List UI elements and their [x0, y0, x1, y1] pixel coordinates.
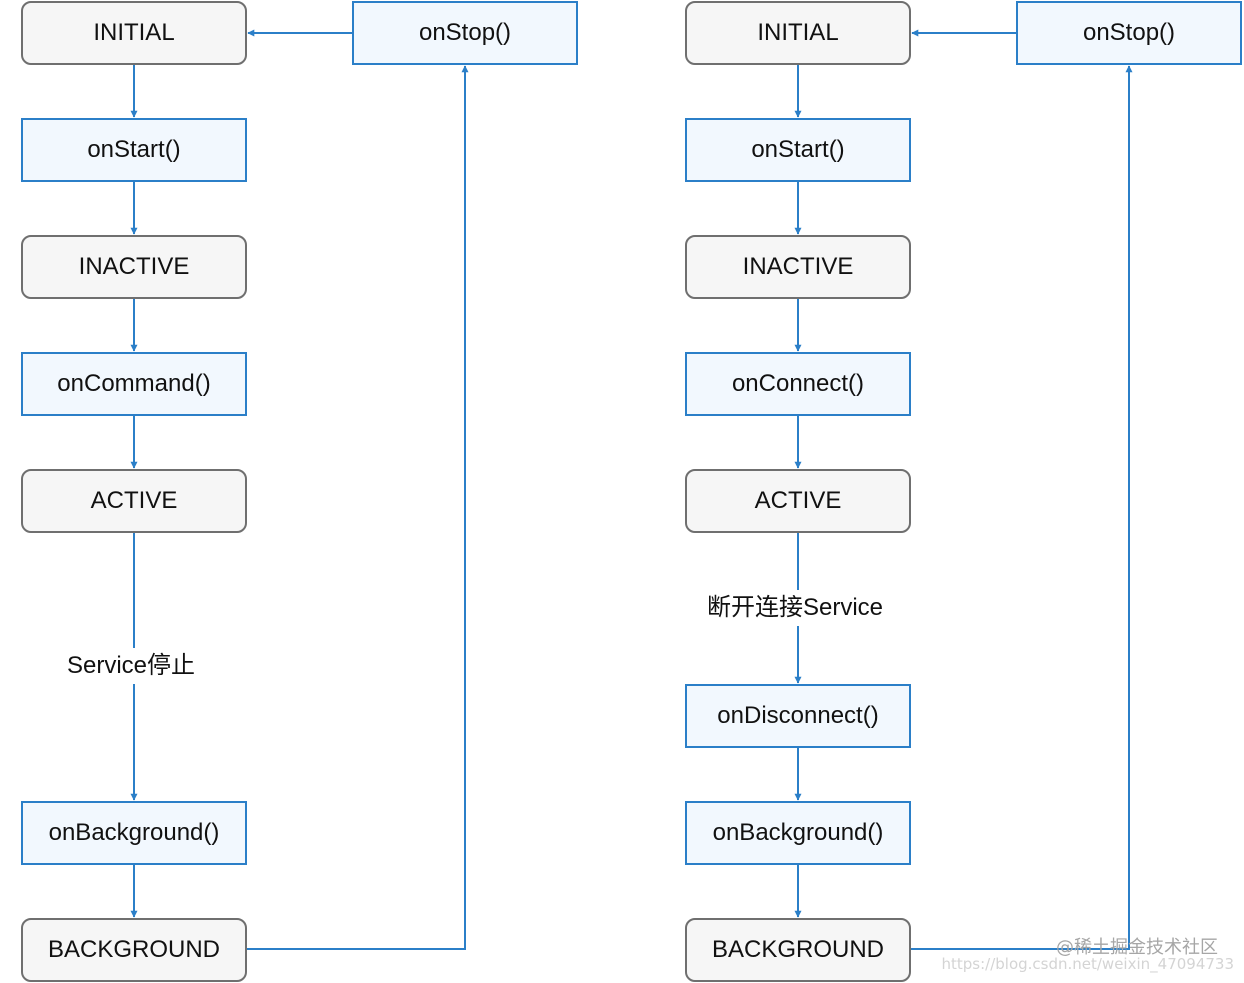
right-disconnect-service-label: 断开连接Service: [705, 590, 886, 626]
left-active-state: ACTIVE: [21, 469, 247, 533]
right-active-state: ACTIVE: [685, 469, 911, 533]
right-ondisconnect-method: onDisconnect(): [685, 684, 911, 748]
left-initial-state: INITIAL: [21, 1, 247, 65]
left-onbackground-method: onBackground(): [21, 801, 247, 865]
right-onconnect-method: onConnect(): [685, 352, 911, 416]
right-onstart-method: onStart(): [685, 118, 911, 182]
right-background-state: BACKGROUND: [685, 918, 911, 982]
right-inactive-state: INACTIVE: [685, 235, 911, 299]
left-onstart-method: onStart(): [21, 118, 247, 182]
watermark-csdn-url: https://blog.csdn.net/weixin_47094733: [941, 955, 1234, 973]
left-oncommand-method: onCommand(): [21, 352, 247, 416]
left-background-state: BACKGROUND: [21, 918, 247, 982]
right-onbackground-method: onBackground(): [685, 801, 911, 865]
right-onstop-method: onStop(): [1016, 1, 1242, 65]
arrow-right-background-to-onstop: [911, 65, 1133, 950]
left-inactive-state: INACTIVE: [21, 235, 247, 299]
watermark-juejin: @稀土掘金技术社区: [1056, 937, 1218, 958]
arrow-left-background-to-onstop: [247, 65, 469, 950]
left-service-stop-label: Service停止: [65, 648, 198, 684]
right-initial-state: INITIAL: [685, 1, 911, 65]
left-onstop-method: onStop(): [352, 1, 578, 65]
